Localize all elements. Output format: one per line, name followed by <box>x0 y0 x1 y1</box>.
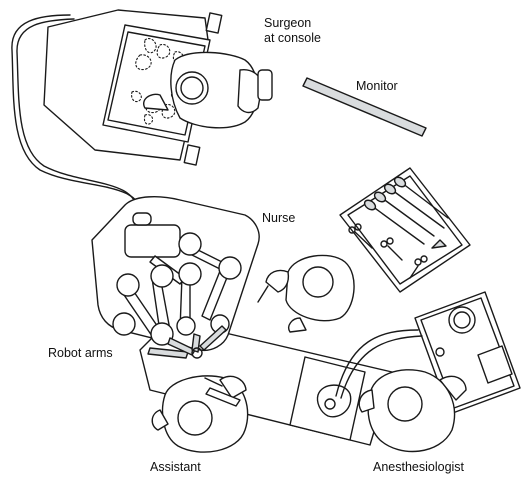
surgeon-label-line2: at console <box>264 31 321 46</box>
patient-head <box>317 385 350 417</box>
nurse-figure <box>258 255 354 332</box>
surgeon-label-line1: Surgeon <box>264 16 321 31</box>
robot-system <box>92 197 259 358</box>
robot-arms-label: Robot arms <box>48 346 113 361</box>
surgeon-label: Surgeon at console <box>264 16 321 46</box>
anesthesiologist-figure <box>359 370 466 452</box>
anesthesiologist-label: Anesthesiologist <box>373 460 464 475</box>
monitor-label: Monitor <box>356 79 398 94</box>
nurse-label: Nurse <box>262 211 295 226</box>
instrument-tray <box>340 168 470 292</box>
assistant-label: Assistant <box>150 460 201 475</box>
